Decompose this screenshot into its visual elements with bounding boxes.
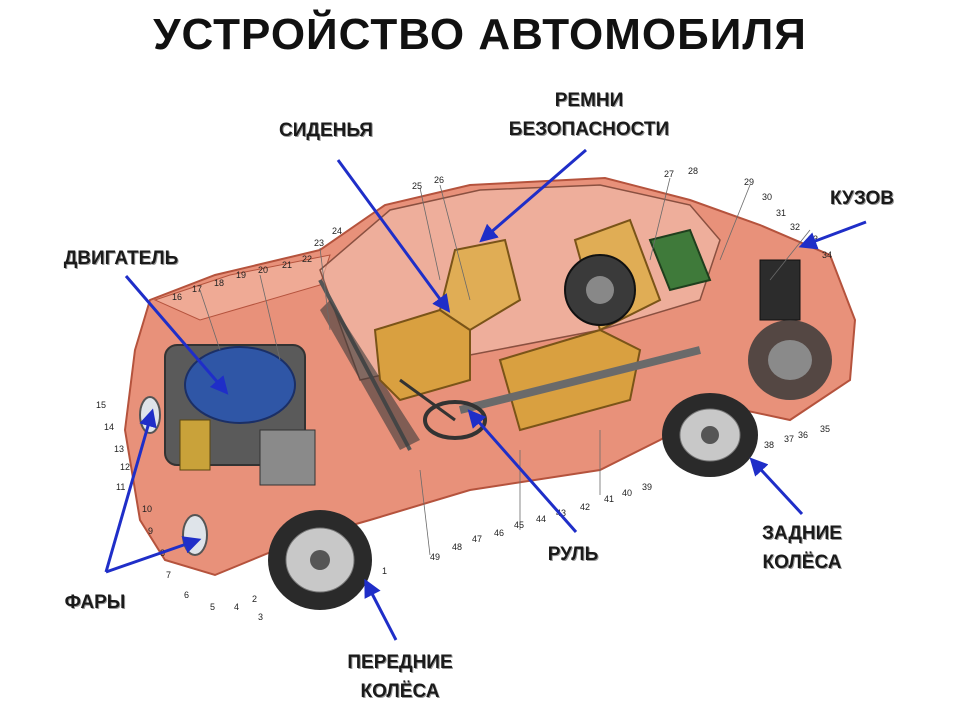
part-number: 37 <box>784 434 794 444</box>
part-number: 42 <box>580 502 590 512</box>
part-number: 45 <box>514 520 524 530</box>
diagram-title: УСТРОЙСТВО АВТОМОБИЛЯ <box>153 10 807 59</box>
part-number: 44 <box>536 514 546 524</box>
part-number: 1 <box>382 566 387 576</box>
part-number: 16 <box>172 292 182 302</box>
part-number: 11 <box>116 482 125 492</box>
arrow-headlight-2 <box>105 536 202 574</box>
rear-wheel <box>662 393 758 477</box>
part-number: 18 <box>214 278 224 288</box>
trunk-parts <box>459 254 801 414</box>
part-number: 17 <box>192 284 202 294</box>
part-number: 3 <box>258 612 263 622</box>
arrow-seats <box>336 159 451 313</box>
label-headlights: ФАРЫ <box>64 592 126 613</box>
part-number: 39 <box>642 482 652 492</box>
part-number: 7 <box>166 570 171 580</box>
part-number: 6 <box>184 590 189 600</box>
part-number: 46 <box>494 528 504 538</box>
label-body: КУЗОВ <box>829 188 895 209</box>
part-number: 22 <box>302 254 312 264</box>
part-number: 29 <box>744 177 754 187</box>
part-number: 15 <box>96 400 106 410</box>
gearbox <box>259 429 316 486</box>
battery <box>759 259 801 321</box>
part-number: 14 <box>104 422 114 432</box>
label-engine: ДВИГАТЕЛЬ <box>63 248 179 269</box>
rear-green-seat <box>648 228 712 292</box>
arrow-engine <box>124 275 229 395</box>
callout-arrows <box>104 148 867 641</box>
part-number: 27 <box>664 169 674 179</box>
arrow-body <box>798 220 867 250</box>
arrow-belts <box>479 148 587 243</box>
front-wheel <box>268 510 372 610</box>
part-number: 4 <box>234 602 239 612</box>
leader-lines <box>199 177 811 556</box>
part-number: 10 <box>142 504 152 514</box>
part-number: 47 <box>472 534 482 544</box>
label-seatbelts: РЕМНИ БЕЗОПАСНОСТИ <box>508 90 670 140</box>
front-door-window <box>320 300 420 450</box>
part-number: 28 <box>688 166 698 176</box>
part-number: 25 <box>412 181 422 191</box>
air-filter <box>184 346 296 424</box>
part-number: 34 <box>822 250 832 260</box>
label-seats: СИДЕНЬЯ <box>279 120 373 141</box>
part-number: 35 <box>820 424 830 434</box>
label-rear-wheels: ЗАДНИЕ КОЛЁСА <box>762 523 842 573</box>
part-number: 19 <box>236 270 246 280</box>
radiator <box>179 419 211 471</box>
part-number: 30 <box>762 192 772 202</box>
part-number: 32 <box>790 222 800 232</box>
part-number: 20 <box>258 265 268 275</box>
drive-shaft <box>459 346 701 414</box>
part-number: 24 <box>332 226 342 236</box>
arrow-rear-wheels <box>749 457 804 516</box>
part-number: 48 <box>452 542 462 552</box>
rear-wheel-far <box>748 320 832 400</box>
part-number: 49 <box>430 552 440 562</box>
part-number: 12 <box>120 462 130 472</box>
part-number: 38 <box>764 440 774 450</box>
label-steering: РУЛЬ <box>547 544 599 565</box>
part-number: 26 <box>434 175 444 185</box>
arrow-steering <box>467 409 578 533</box>
part-number: 2 <box>252 594 257 604</box>
part-number: 40 <box>622 488 632 498</box>
arrow-front-wheels <box>364 578 398 641</box>
part-number: 21 <box>282 260 292 270</box>
part-number: 23 <box>314 238 324 248</box>
engine-block <box>164 344 316 486</box>
label-front-wheels: ПЕРЕДНИЕ КОЛЁСА <box>347 652 453 702</box>
part-number: 13 <box>114 444 124 454</box>
part-number: 5 <box>210 602 215 612</box>
part-number: 41 <box>604 494 614 504</box>
arrow-headlight-1 <box>104 408 157 573</box>
part-number: 36 <box>798 430 808 440</box>
part-number: 9 <box>148 526 153 536</box>
part-number: 31 <box>776 208 786 218</box>
